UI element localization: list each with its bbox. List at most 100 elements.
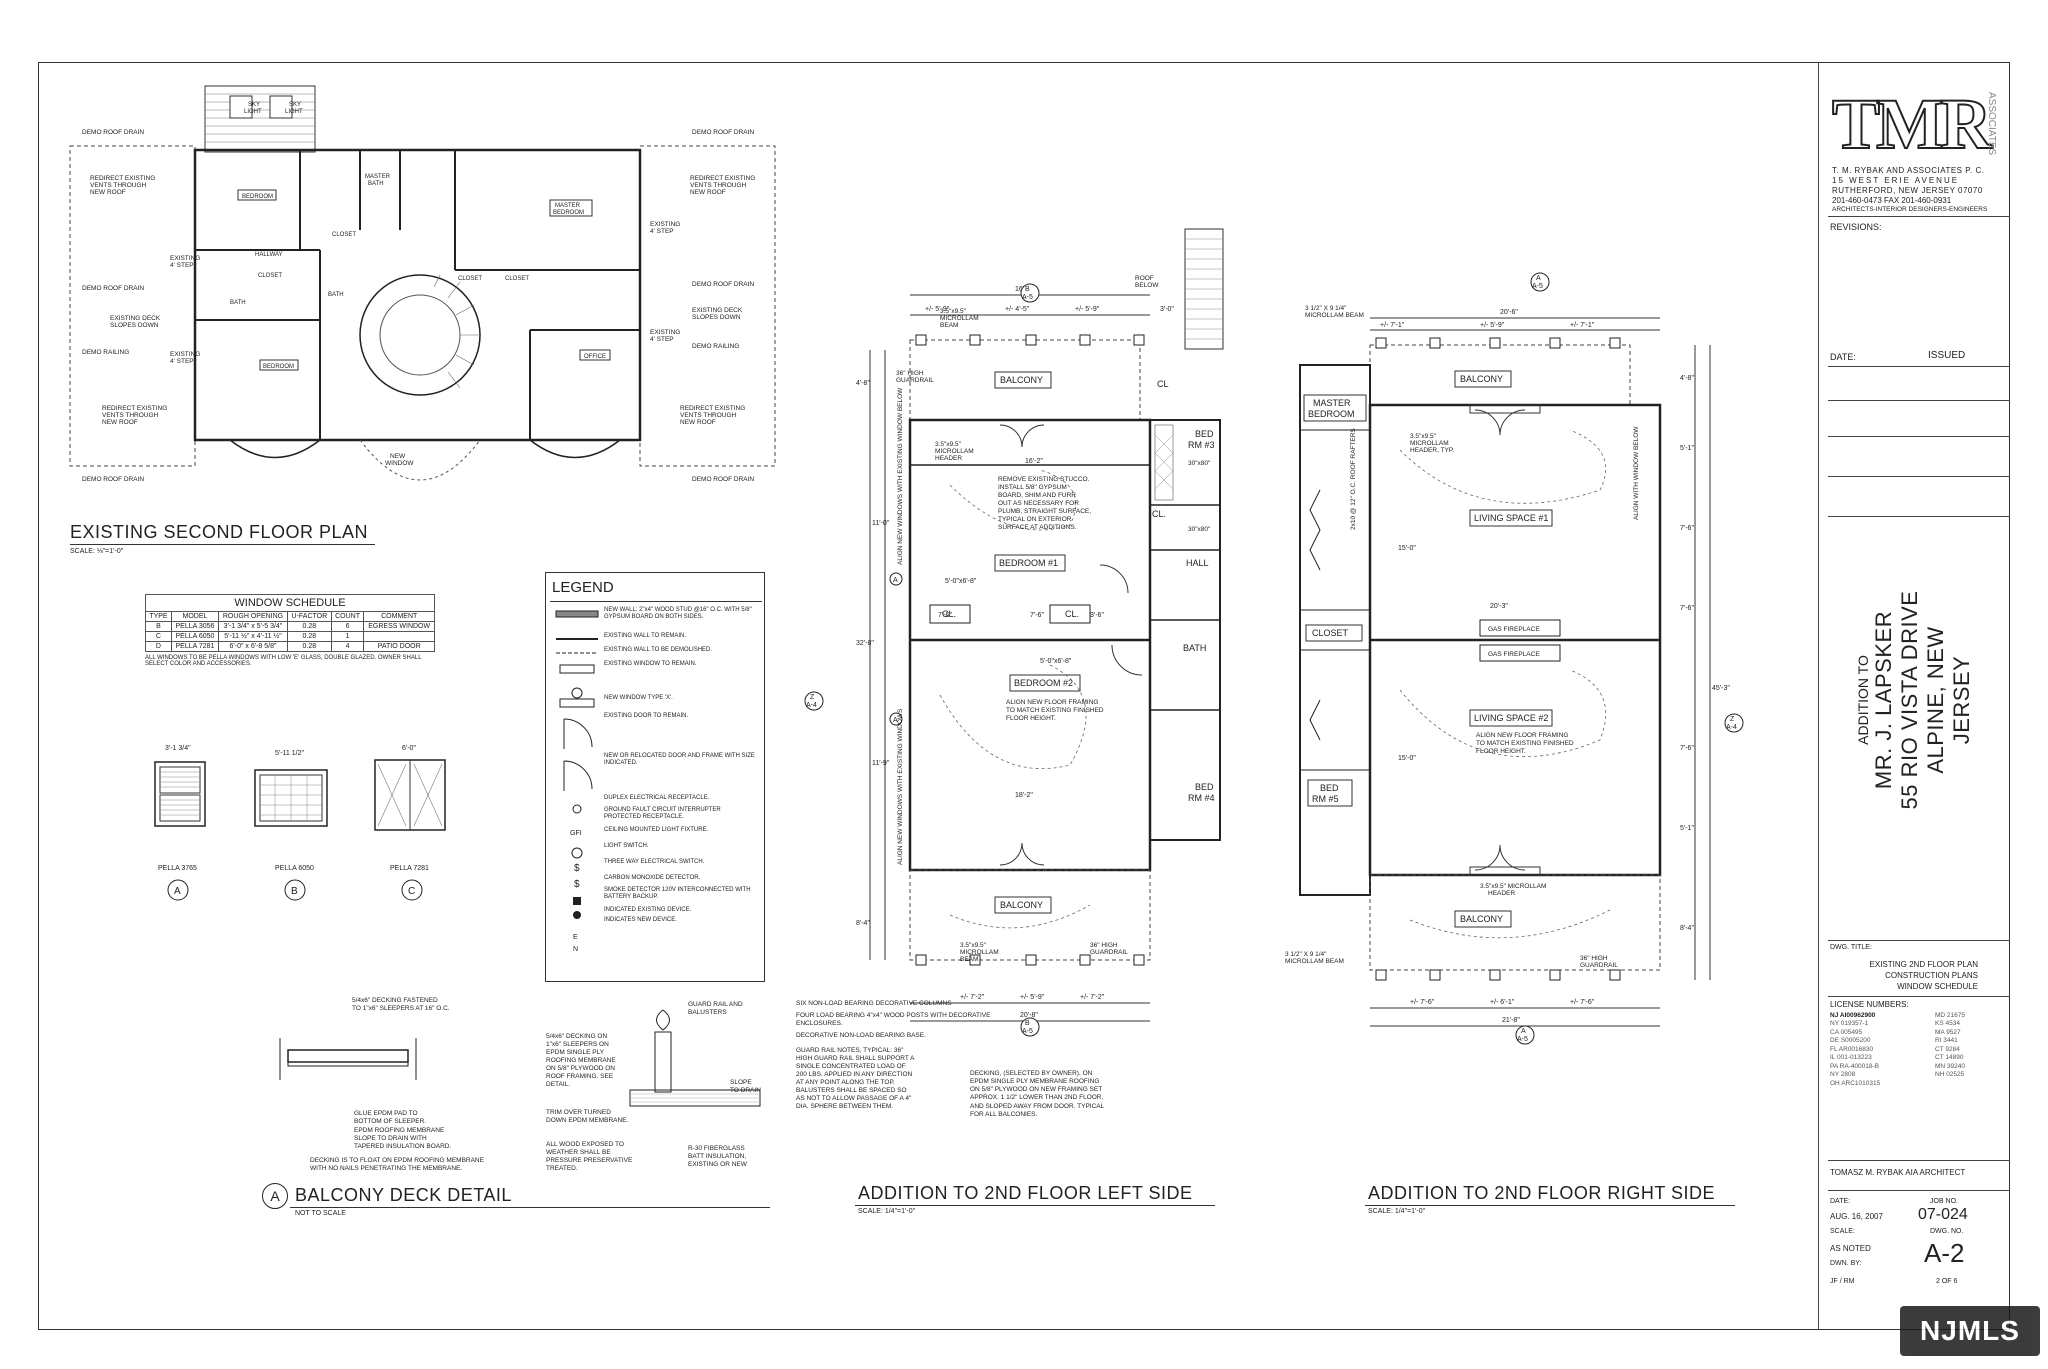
svg-text:RM #5: RM #5: [1312, 794, 1339, 804]
svg-text:HEADER, TYP.: HEADER, TYP.: [1410, 447, 1454, 454]
svg-text:3 1/2" X 9 1/4": 3 1/2" X 9 1/4": [1285, 951, 1327, 958]
existing-plan-title-underline: [70, 544, 375, 545]
right-plan-scale: SCALE: 1/4"=1'-0": [1368, 1208, 1426, 1215]
svg-text:BED: BED: [1320, 783, 1339, 793]
svg-text:TYPICAL ON EXTERIOR: TYPICAL ON EXTERIOR: [998, 516, 1072, 523]
firm-logo: TMR ASSOCIATES: [1831, 87, 1997, 168]
svg-text:+/- 5'-9": +/- 5'-9": [1480, 322, 1505, 329]
svg-text:4' STEP: 4' STEP: [650, 228, 674, 235]
sheet-count: 2 OF 6: [1936, 1278, 1958, 1285]
svg-text:E: E: [573, 934, 578, 941]
left-plan-notes: SIX NON-LOAD BEARING DECORATIVE COLUMNS …: [796, 1000, 1016, 1112]
svg-text:20'-3": 20'-3": [1490, 603, 1508, 610]
svg-text:B: B: [1025, 286, 1030, 293]
svg-text:+/- 7'-6": +/- 7'-6": [1410, 999, 1435, 1006]
svg-text:SLOPE TO DRAIN WITH: SLOPE TO DRAIN WITH: [354, 1135, 427, 1142]
svg-text:BALCONY: BALCONY: [1460, 374, 1503, 384]
svg-text:BEDROOM #2: BEDROOM #2: [1014, 678, 1073, 688]
ws-cell: 0.28: [286, 641, 332, 652]
svg-text:DEMO ROOF DRAIN: DEMO ROOF DRAIN: [82, 129, 144, 136]
license-item: PA RA-400018-B: [1830, 1062, 1880, 1070]
ws-row: B PELLA 3056 3'-1 3/4" x 5'-5 3/4" 0.28 …: [145, 621, 435, 632]
ws-cell: C: [145, 631, 172, 642]
license-item: RI 3441: [1935, 1037, 1958, 1045]
svg-text:GLUE EPDM PAD TO: GLUE EPDM PAD TO: [354, 1110, 418, 1117]
svg-text:C: C: [408, 886, 415, 897]
svg-text:TO MATCH EXISTING FINISHED: TO MATCH EXISTING FINISHED: [1476, 740, 1574, 747]
svg-text:FLOOR HEIGHT.: FLOOR HEIGHT.: [1476, 748, 1526, 755]
svg-text:HALLWAY: HALLWAY: [255, 252, 283, 258]
scale-label: SCALE:: [1830, 1228, 1855, 1235]
svg-text:36" HIGH: 36" HIGH: [1090, 942, 1118, 949]
svg-text:BATH: BATH: [1183, 643, 1206, 653]
drawn-value: JF / RM: [1830, 1278, 1855, 1285]
svg-text:CLOSET: CLOSET: [458, 276, 482, 282]
balcony-detail-tag: A: [262, 1183, 288, 1209]
svg-text:18'-2": 18'-2": [1015, 792, 1033, 799]
svg-text:PELLA 7281: PELLA 7281: [390, 865, 429, 872]
scale-value: AS NOTED: [1830, 1244, 1871, 1253]
svg-text:HALL: HALL: [1186, 558, 1209, 568]
svg-text:5'-0"x6'-8": 5'-0"x6'-8": [1040, 658, 1072, 665]
existing-plan-scale: SCALE: ⅛"=1'-0": [70, 548, 124, 555]
license-item: CT 14890: [1935, 1054, 1964, 1062]
svg-text:A: A: [1521, 1028, 1526, 1035]
svg-text:EXISTING DECK: EXISTING DECK: [692, 307, 743, 314]
ws-cell: 4: [330, 641, 365, 652]
svg-text:+/- 7'-1": +/- 7'-1": [1570, 322, 1595, 329]
svg-text:BATH: BATH: [328, 292, 344, 298]
svg-text:TO 1"x6" SLEEPERS AT 16" O.C.: TO 1"x6" SLEEPERS AT 16" O.C.: [352, 1005, 450, 1012]
svg-text:A-5: A-5: [1532, 283, 1543, 290]
svg-text:N: N: [573, 946, 578, 953]
svg-text:INSTALL 5/8" GYPSUM: INSTALL 5/8" GYPSUM: [998, 484, 1067, 491]
legend-item: NEW WINDOW TYPE 'X'.: [604, 695, 673, 701]
existing-room-bedroom-1: BEDROOM: [242, 194, 273, 200]
svg-text:A-5: A-5: [1022, 1028, 1033, 1035]
svg-text:EXISTING: EXISTING: [650, 221, 680, 228]
svg-text:5/4x6" DECKING FASTENED: 5/4x6" DECKING FASTENED: [352, 997, 438, 1004]
dwg-title-3: WINDOW SCHEDULE: [1897, 982, 1978, 991]
svg-text:+/- 6'-1": +/- 6'-1": [1490, 999, 1515, 1006]
svg-text:3.5"x9.5" MICROLLAM: 3.5"x9.5" MICROLLAM: [1480, 883, 1546, 890]
firm-address1: 15 WEST ERIE AVENUE: [1832, 176, 1960, 185]
ws-cell: B: [145, 621, 172, 632]
svg-text:5'-1": 5'-1": [1680, 445, 1694, 452]
firm-address2: RUTHERFORD, NEW JERSEY 07070: [1832, 186, 1983, 195]
svg-text:DEMO ROOF DRAIN: DEMO ROOF DRAIN: [692, 281, 754, 288]
svg-text:MICROLLAM: MICROLLAM: [940, 315, 979, 322]
svg-text:16'-2": 16'-2": [1025, 458, 1043, 465]
license-item: NY 2808: [1830, 1071, 1856, 1079]
svg-text:ROOFING MEMBRANE: ROOFING MEMBRANE: [546, 1057, 616, 1064]
svg-text:TO MATCH EXISTING FINISHED: TO MATCH EXISTING FINISHED: [1006, 707, 1104, 714]
license-item: NY 019357-1: [1830, 1020, 1869, 1028]
svg-text:DEMO ROOF DRAIN: DEMO ROOF DRAIN: [692, 129, 754, 136]
legend-item: NEW OR RELOCATED DOOR AND FRAME WITH SIZ…: [604, 753, 755, 766]
balcony-detail-title: BALCONY DECK DETAIL: [295, 1185, 512, 1205]
svg-text:8'-4": 8'-4": [1680, 925, 1694, 932]
ws-cell: 0.28: [286, 631, 332, 642]
svg-text:REDIRECT EXISTING: REDIRECT EXISTING: [680, 405, 745, 412]
svg-text:B: B: [1025, 1020, 1030, 1027]
ws-cell: PELLA 6050: [170, 631, 220, 642]
svg-text:BEAM: BEAM: [960, 956, 978, 963]
svg-text:A: A: [893, 717, 898, 724]
svg-text:GUARDRAIL: GUARDRAIL: [1090, 949, 1128, 956]
ws-cell: 6'-0" x 6'-8 5/8": [218, 641, 288, 652]
svg-text:NEW ROOF: NEW ROOF: [680, 419, 716, 426]
njmls-watermark: NJMLS: [1900, 1306, 2040, 1356]
dwg-title-1: EXISTING 2ND FLOOR PLAN: [1869, 960, 1978, 969]
window-elevations: 3'-1 3/4" PELLA 3765 A 5'-11 1/2" PELLA …: [154, 745, 446, 901]
license-item: IL 001-013223: [1830, 1054, 1872, 1062]
legend-symbols: GFI $ $ E N: [555, 610, 599, 953]
svg-text:SLOPES DOWN: SLOPES DOWN: [110, 322, 159, 329]
dwg-no: A-2: [1924, 1238, 1965, 1268]
svg-text:NEW: NEW: [390, 453, 406, 460]
svg-text:5'-0"x6'-8": 5'-0"x6'-8": [945, 578, 977, 585]
svg-text:BEDROOM: BEDROOM: [1308, 409, 1355, 419]
firm-phone: 201-460-0473 FAX 201-460-0931: [1832, 196, 1952, 205]
architect-name: TOMASZ M. RYBAK AIA ARCHITECT: [1830, 1168, 1966, 1177]
svg-text:MICROLLAM: MICROLLAM: [1410, 440, 1449, 447]
svg-text:EXISTING: EXISTING: [170, 351, 200, 358]
svg-text:ALIGN NEW WINDOWS WITH EXISTIN: ALIGN NEW WINDOWS WITH EXISTING WINDOWS: [897, 708, 904, 865]
